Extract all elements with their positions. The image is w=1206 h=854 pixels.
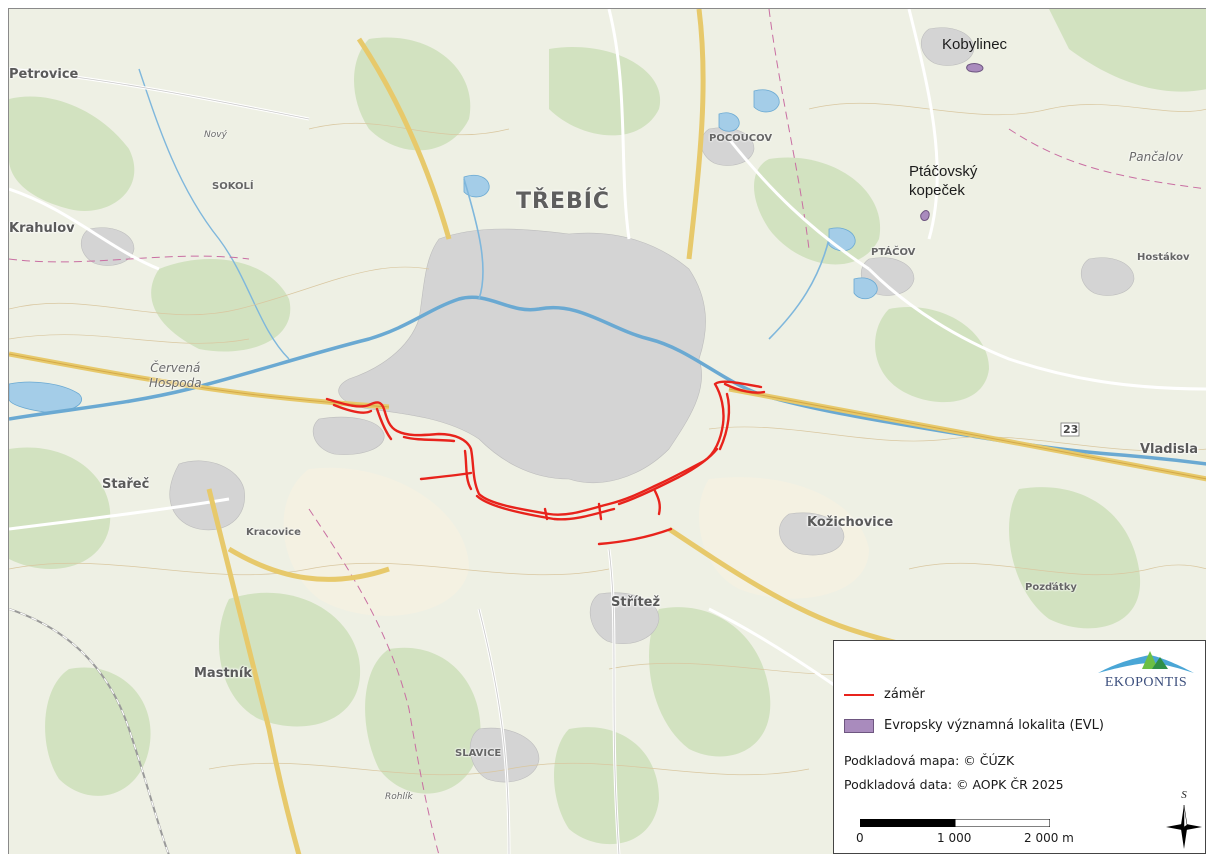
contour-lines bbox=[9, 102, 1206, 776]
north-arrow-label: S bbox=[1181, 789, 1187, 801]
place-label-rohlik: Rohlík bbox=[385, 792, 413, 802]
place-label-vladislav: Vladisla bbox=[1140, 442, 1199, 457]
place-label-mastnik: Mastník bbox=[194, 666, 253, 681]
road-number-label: 23 bbox=[1063, 423, 1079, 436]
place-label-kracovice: Kracovice bbox=[246, 527, 301, 538]
place-label-kozichovice: Kožichovice bbox=[807, 515, 894, 530]
ekopontis-logo: EKOPONTIS bbox=[1090, 647, 1202, 695]
place-label-starec: Stařeč bbox=[102, 477, 150, 492]
water-bodies bbox=[9, 89, 878, 413]
minor-road-edges bbox=[9, 68, 620, 854]
railway-ticks bbox=[9, 608, 170, 854]
compass-icon bbox=[1166, 804, 1202, 849]
place-label-sokoli: SOKOLÍ bbox=[212, 181, 254, 192]
place-label-cervena-hospoda: Červená Hospoda bbox=[149, 361, 202, 390]
evl-label-ptacovsky-kopecek: Ptáčovský kopeček bbox=[909, 163, 978, 199]
place-label-petrovice: Petrovice bbox=[9, 67, 79, 82]
ekopontis-logo-icon bbox=[1098, 651, 1194, 673]
legend-credit-data: Podkladová data: © AOPK ČR 2025 bbox=[844, 777, 1064, 792]
legend-label-zamer: záměr bbox=[884, 687, 925, 702]
forest-areas bbox=[9, 9, 1206, 845]
place-label-slavice: SLAVICE bbox=[455, 748, 502, 759]
legend-line-symbol bbox=[844, 693, 874, 696]
ekopontis-logo-text: EKOPONTIS bbox=[1104, 675, 1188, 690]
stream bbox=[768, 238, 830, 340]
urban-areas bbox=[81, 27, 1135, 783]
scale-label-2000: 2 000 m bbox=[1024, 831, 1074, 845]
evl-label-kobylinec: Kobylinec bbox=[942, 36, 1008, 53]
road-number-badge bbox=[1060, 422, 1080, 437]
place-label-pocoucov: POCOUCOV bbox=[709, 133, 773, 144]
scale-label-1000: 1 000 bbox=[937, 831, 972, 845]
place-label-stritez: Střítež bbox=[611, 595, 661, 610]
legend-label-evl: Evropsky významná lokalita (EVL) bbox=[884, 718, 1104, 733]
evl-kobylinec-polygon bbox=[966, 63, 984, 73]
legend-item-evl: Evropsky významná lokalita (EVL) bbox=[844, 718, 1104, 733]
stream bbox=[463, 178, 484, 300]
legend-box-symbol bbox=[844, 718, 874, 733]
map-legend: EKOPONTIS záměr Evropsky významná lokali… bbox=[833, 640, 1206, 854]
place-label-ptacov: PTÁČOV bbox=[871, 247, 916, 258]
place-label-novy: Nový bbox=[204, 130, 227, 140]
scale-bar bbox=[860, 819, 1050, 827]
place-label-krahulov: Krahulov bbox=[9, 221, 75, 236]
project-line-zamer bbox=[325, 380, 766, 546]
place-label-pozdatky: Pozďátky bbox=[1025, 582, 1077, 593]
place-label-pancalov: Pančalov bbox=[1129, 150, 1183, 164]
place-label-hostakov: Hostákov bbox=[1137, 252, 1190, 263]
evl-ptacovsky-kopecek-polygon bbox=[920, 210, 930, 221]
place-label-trebic: TŘEBÍČ bbox=[516, 189, 611, 214]
legend-item-zamer: záměr bbox=[844, 687, 925, 702]
legend-credit-basemap: Podkladová mapa: © ČÚZK bbox=[844, 753, 1015, 768]
north-arrow: S bbox=[1164, 789, 1204, 851]
stream bbox=[138, 68, 290, 360]
scale-label-0: 0 bbox=[856, 831, 864, 845]
map-frame[interactable]: TŘEBÍČ Petrovice Krahulov SOKOLÍ Červená… bbox=[8, 8, 1206, 854]
